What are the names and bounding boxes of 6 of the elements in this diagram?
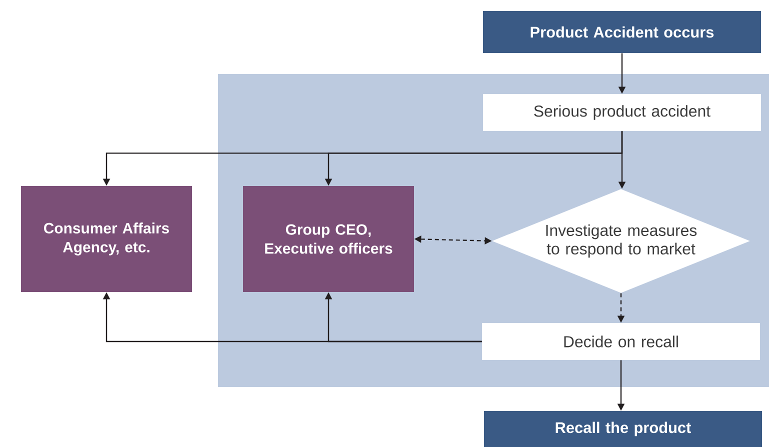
stakeholder-box: Group CEO, Executive officers [243,186,414,292]
terminal-box: Product Accident occurs [483,11,761,53]
process-box: Decide on recall [482,323,760,360]
process-box: Serious product accident [483,94,761,131]
terminal-box: Recall the product [484,411,762,447]
stakeholder-box: Consumer Affairs Agency, etc. [21,186,192,292]
